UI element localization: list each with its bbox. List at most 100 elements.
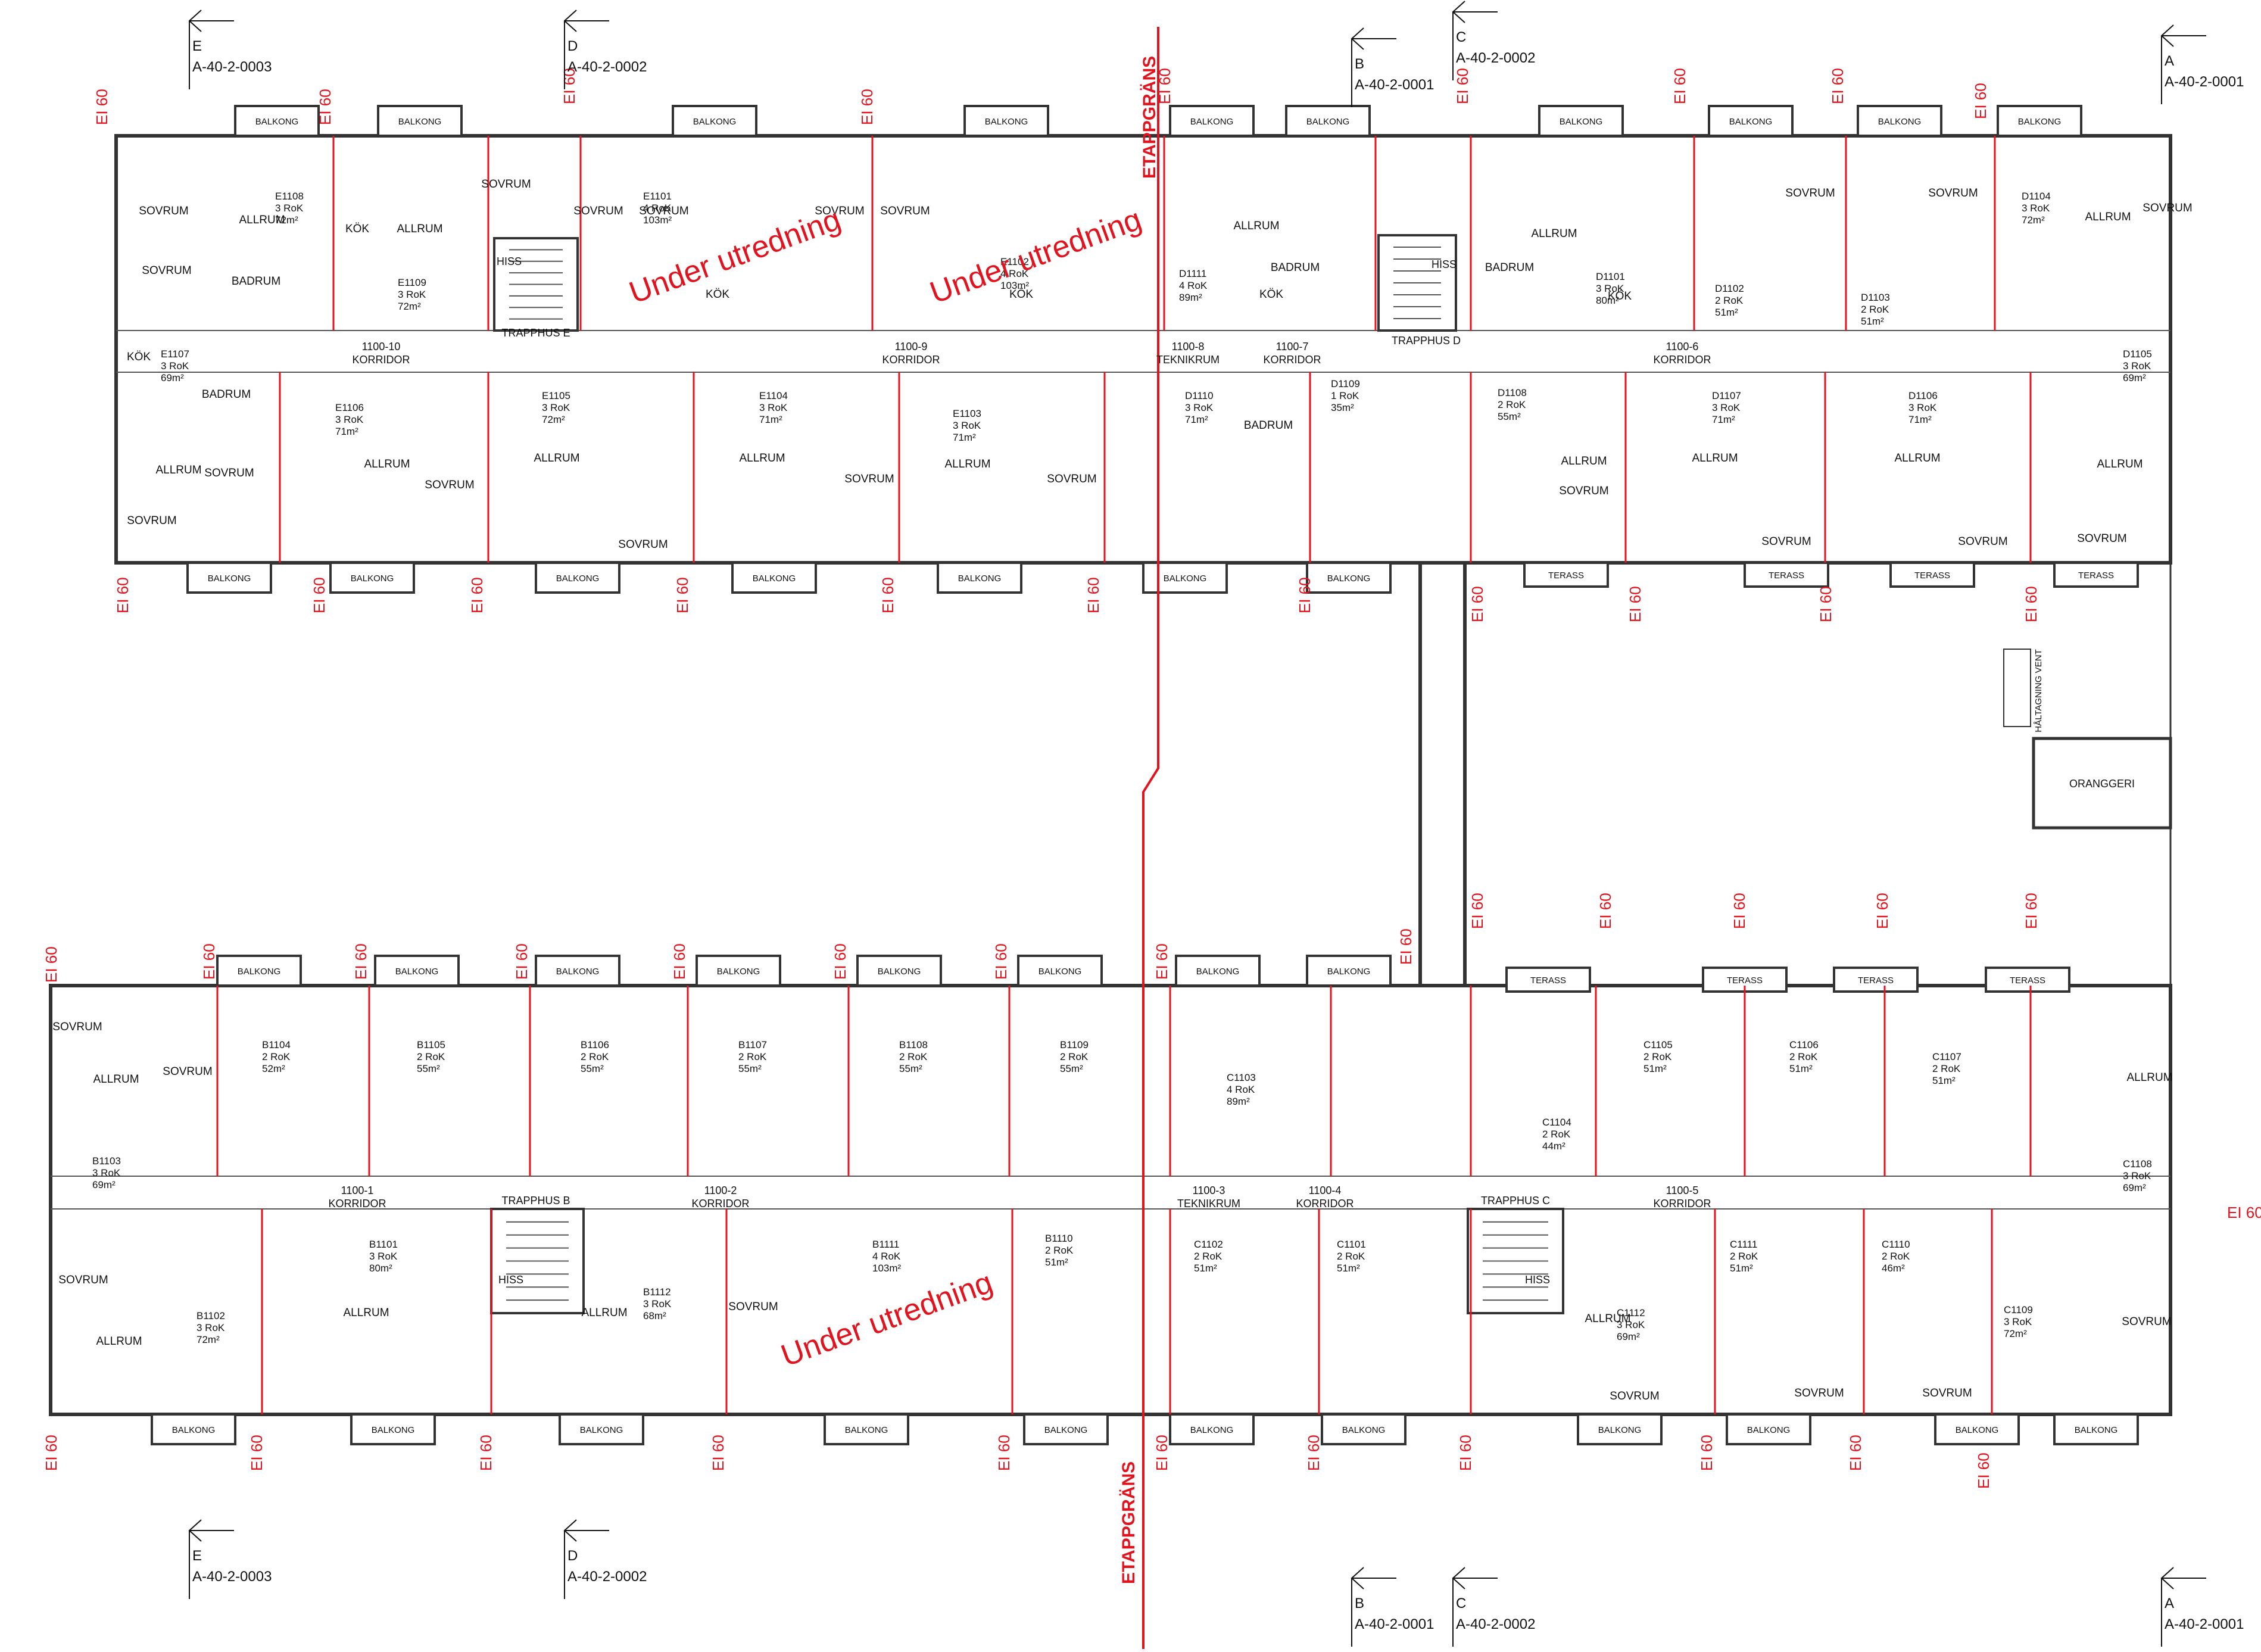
balcony-label: BALKONG — [556, 967, 600, 977]
ei60-marker: EI 60 — [42, 1435, 60, 1471]
balcony-label: TERASS — [1769, 571, 1804, 581]
balcony-label: TERASS — [1548, 571, 1584, 581]
balcony — [1538, 105, 1624, 137]
section-arrow-head — [188, 1519, 202, 1542]
balcony — [234, 105, 320, 137]
corridor-name: KORRIDOR — [1263, 354, 1321, 366]
elevator-label: HISS — [1525, 1274, 1550, 1286]
section-ref: A-40-2-0001 — [2165, 74, 2244, 90]
room-label: ALLRUM — [1894, 452, 1940, 465]
ei60-marker: EI 60 — [673, 577, 691, 613]
room-label: KÖK — [706, 288, 729, 301]
ei60-marker: EI 60 — [1873, 893, 1891, 929]
apartment-area: 68m² — [643, 1310, 666, 1321]
balcony — [186, 562, 272, 594]
apartment-id: E1102 — [1000, 256, 1029, 267]
ei60-marker: EI 60 — [1468, 893, 1486, 929]
section-letter: D — [567, 1548, 578, 1564]
ei60-marker: EI 60 — [468, 577, 486, 613]
apartment-type: 4 RoK — [1227, 1084, 1255, 1095]
apartment-id: B1102 — [197, 1310, 225, 1321]
room-label: KÖK — [1608, 290, 1632, 303]
corridor-name: KORRIDOR — [882, 354, 940, 366]
apartment-type: 1 RoK — [1331, 390, 1359, 401]
balcony — [856, 955, 942, 987]
apartment-id: C1106 — [1789, 1039, 1819, 1051]
ei60-marker: EI 60 — [992, 943, 1010, 980]
apartment-area: 71m² — [953, 432, 976, 443]
room-label: ALLRUM — [93, 1073, 139, 1086]
balcony — [1169, 1413, 1255, 1445]
apartment-type: 3 RoK — [2022, 202, 2050, 214]
ei60-marker: EI 60 — [1626, 586, 1644, 622]
room-label: KÖK — [1259, 288, 1283, 301]
room-label: SOVRUM — [1610, 1390, 1659, 1402]
ei60-marker: EI 60 — [858, 89, 876, 125]
apartment-id: C1108 — [2123, 1158, 2152, 1170]
apartment-id: D1105 — [2123, 348, 2152, 360]
balcony-label: BALKONG — [1878, 117, 1922, 127]
apartment-type: 2 RoK — [1789, 1051, 1818, 1062]
room-label: SOVRUM — [2077, 532, 2126, 545]
ei60-marker: EI 60 — [2022, 586, 2040, 622]
ei60-marker: EI 60 — [1084, 577, 1102, 613]
apartment-area: 51m² — [1932, 1075, 1956, 1086]
room-label: ALLRUM — [239, 214, 285, 226]
room-label: KÖK — [1009, 288, 1033, 301]
balcony-label: BALKONG — [255, 117, 299, 127]
balcony — [1321, 1413, 1407, 1445]
apartment-id: C1105 — [1643, 1039, 1673, 1051]
corridor-code: 1100-2 — [704, 1185, 737, 1196]
room-label: ALLRUM — [96, 1335, 142, 1348]
ei60-marker: EI 60 — [831, 943, 849, 980]
ei60-marker: EI 60 — [310, 577, 328, 613]
courtyard-outline — [1464, 562, 2172, 987]
apartment-area: 55m² — [899, 1063, 922, 1074]
stair-label: TRAPPHUS C — [1481, 1195, 1550, 1207]
balcony — [1017, 955, 1103, 987]
apartment-id: E1105 — [542, 390, 570, 401]
balcony-label: TERASS — [2010, 975, 2045, 986]
ei60-marker: EI 60 — [316, 89, 334, 125]
apartment-area: 51m² — [1337, 1263, 1360, 1274]
corridor-code: 1100-1 — [341, 1185, 374, 1196]
apartment-type: 3 RoK — [398, 289, 426, 300]
apartment-type: 3 RoK — [542, 402, 570, 413]
balcony — [1726, 1413, 1811, 1445]
ei60-marker: EI 60 — [879, 577, 897, 613]
balcony — [1523, 562, 1609, 588]
balcony-label: TERASS — [1914, 571, 1950, 581]
balcony — [350, 1413, 436, 1445]
apartment-area: 55m² — [417, 1063, 440, 1074]
apartment-area: 72m² — [542, 414, 565, 425]
balcony — [1285, 105, 1371, 137]
apartment-type: 2 RoK — [1045, 1245, 1074, 1256]
room-label: SOVRUM — [1958, 535, 2007, 548]
balcony-label: BALKONG — [351, 573, 394, 584]
room-label: ALLRUM — [397, 223, 442, 235]
ei60-marker: EI 60 — [1829, 68, 1847, 104]
balcony-label: BALKONG — [172, 1425, 216, 1435]
section-ref: A-40-2-0003 — [192, 59, 272, 75]
apartment-id: B1103 — [92, 1155, 121, 1167]
apartment-area: 72m² — [398, 301, 421, 312]
balcony — [559, 1413, 644, 1445]
apartment-type: 3 RoK — [643, 1298, 672, 1310]
apartment-type: 3 RoK — [161, 360, 189, 372]
room-label: SOVRUM — [573, 205, 623, 217]
balcony-label: BALKONG — [1327, 573, 1371, 584]
room-label: ALLRUM — [2097, 458, 2143, 470]
ei60-marker: EI 60 — [1596, 893, 1614, 929]
section-arrow-head — [188, 10, 202, 32]
etappgrans-line — [1142, 27, 1159, 1649]
balcony-label: TERASS — [1858, 975, 1894, 986]
ei60-marker: EI 60 — [1296, 577, 1314, 613]
ei60-marker: EI 60 — [1730, 893, 1748, 929]
balcony — [535, 955, 620, 987]
section-ref: A-40-2-0002 — [567, 1569, 647, 1585]
apartment-id: D1102 — [1715, 283, 1744, 294]
section-letter: A — [2165, 53, 2174, 69]
apartment-type: 2 RoK — [1060, 1051, 1089, 1062]
balcony — [731, 562, 817, 594]
room-label: SOVRUM — [163, 1065, 212, 1078]
